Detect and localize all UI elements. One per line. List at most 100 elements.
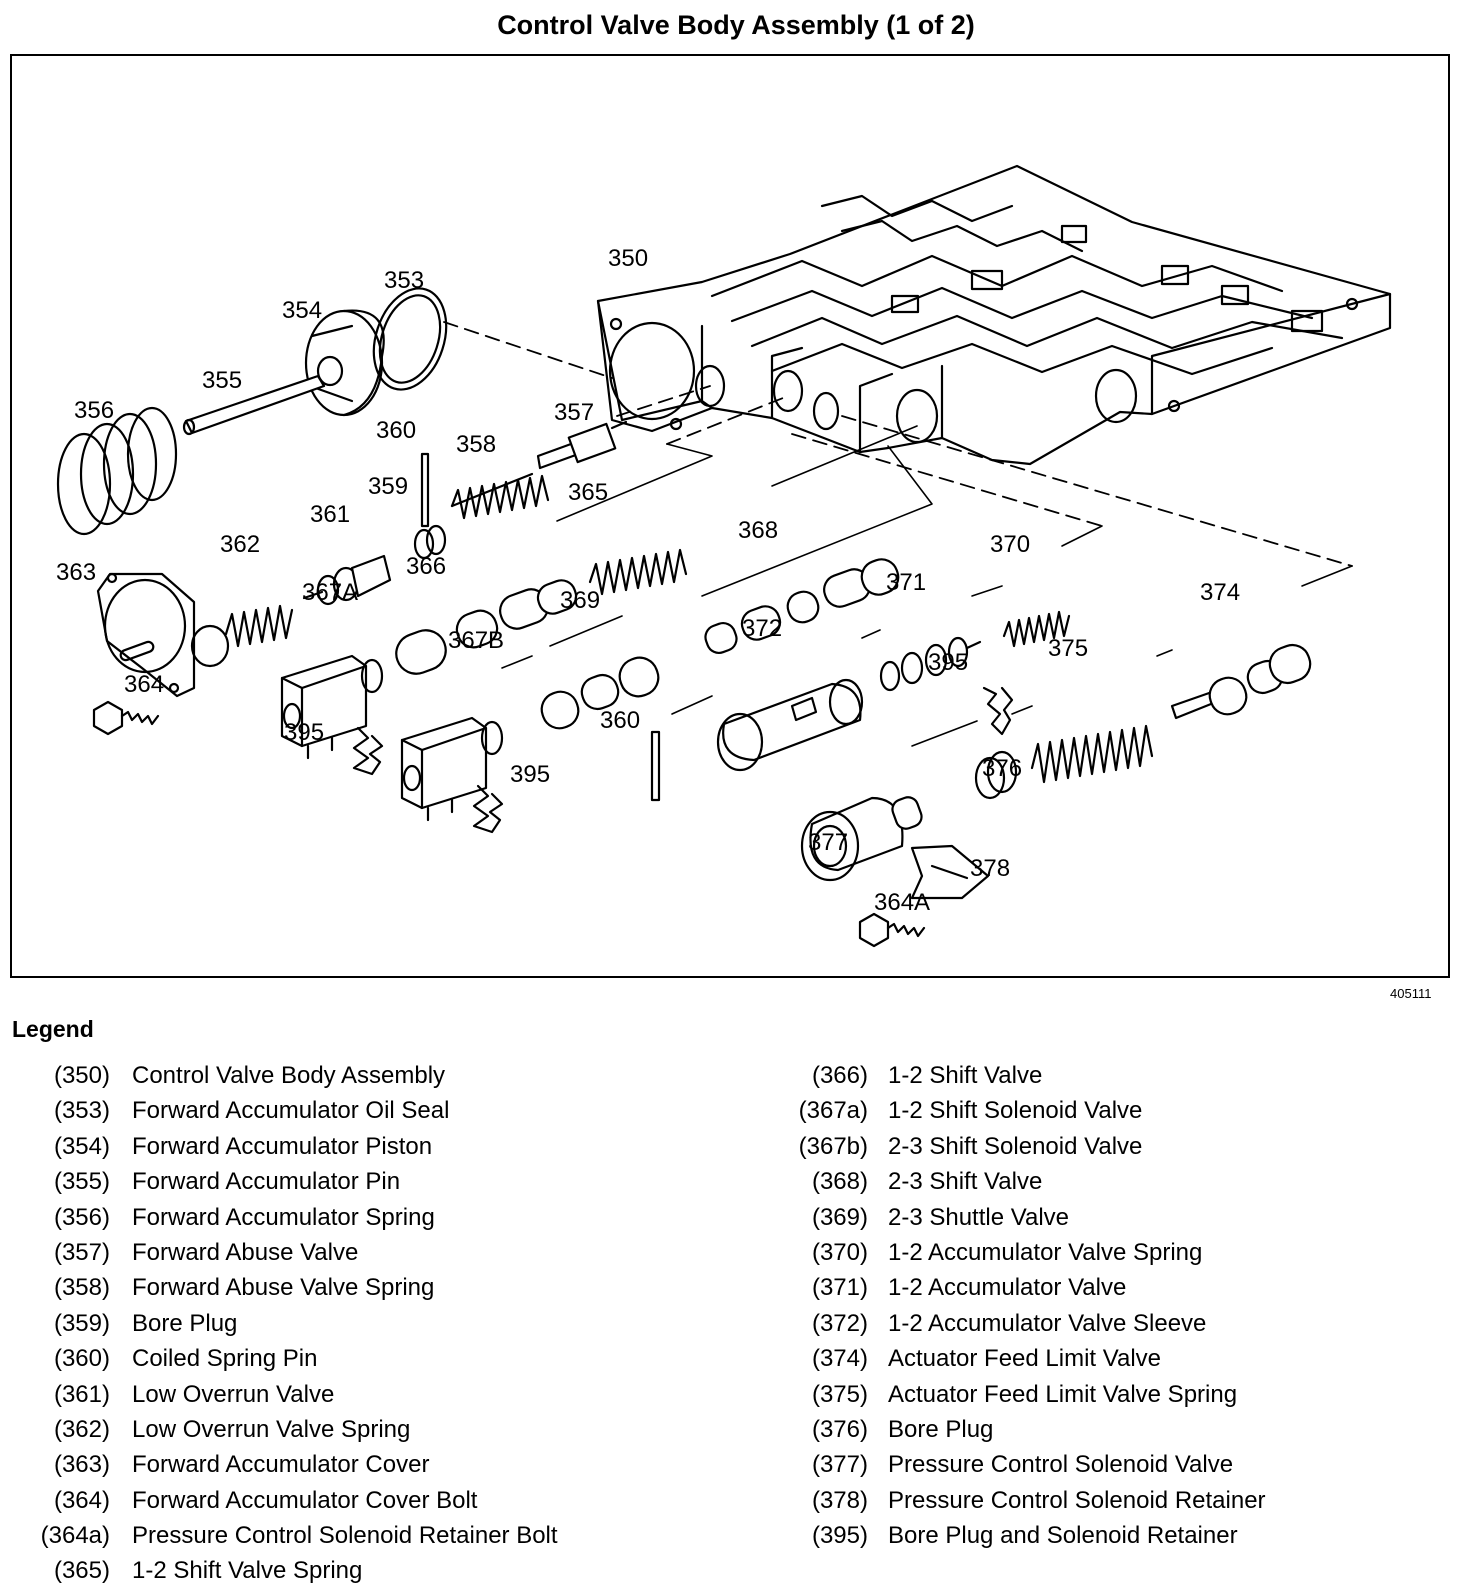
legend-description: Pressure Control Solenoid Retainer Bolt — [132, 1522, 558, 1550]
callout-370: 370 — [990, 531, 1030, 558]
callout-376: 376 — [982, 755, 1022, 782]
accumulator-piston-354 — [304, 309, 385, 417]
callout-364: 364 — [124, 671, 164, 698]
callout-356: 356 — [74, 397, 114, 424]
callout-360-upper: 360 — [376, 417, 416, 444]
legend-description: Bore Plug — [132, 1309, 238, 1337]
legend-description: Forward Accumulator Oil Seal — [132, 1097, 450, 1125]
legend-description: 2-3 Shift Solenoid Valve — [888, 1132, 1143, 1160]
accumulator-valve-spring-370 — [1002, 610, 1071, 648]
legend-description: Coiled Spring Pin — [132, 1345, 318, 1373]
legend-ref: (375) — [811, 1380, 868, 1408]
callout-361: 361 — [310, 501, 350, 528]
shuttle-valve-369 — [540, 656, 660, 730]
legend-description: Forward Abuse Valve Spring — [132, 1274, 435, 1302]
legend-ref: (361) — [53, 1380, 110, 1408]
pressure-control-solenoid-377 — [800, 796, 923, 882]
legend-description: 2-3 Shift Valve — [888, 1168, 1043, 1196]
legend-ref: (368) — [811, 1168, 868, 1196]
callout-395b: 395 — [510, 761, 550, 788]
solenoid-retainer-clip-395c — [982, 686, 1014, 736]
callout-395c: 395 — [928, 649, 968, 676]
accumulator-pin-355 — [182, 374, 326, 436]
legend-ref: (353) — [53, 1097, 110, 1125]
legend-description: 1-2 Accumulator Valve Spring — [888, 1238, 1203, 1266]
callout-375: 375 — [1048, 635, 1088, 662]
legend-ref: (370) — [811, 1238, 868, 1266]
legend-ref: (356) — [53, 1203, 110, 1231]
cover-bolt-364 — [92, 700, 160, 736]
callout-357: 357 — [554, 399, 594, 426]
legend-ref: (358) — [53, 1274, 110, 1302]
callout-364a: 364A — [874, 889, 930, 916]
exploded-view-drawing: 350 353 354 355 356 357 358 359 360 360 … — [56, 164, 1392, 948]
legend-ref: (371) — [811, 1274, 868, 1302]
accumulator-spring-356 — [56, 406, 178, 536]
callout-363: 363 — [56, 559, 96, 586]
callout-354: 354 — [282, 297, 322, 324]
bore-plug-376 — [974, 750, 1018, 800]
callout-358: 358 — [456, 431, 496, 458]
legend-ref: (378) — [811, 1486, 868, 1514]
low-overrun-spring-362 — [224, 604, 294, 648]
legend-ref: (363) — [53, 1451, 110, 1479]
legend-description: Bore Plug and Solenoid Retainer — [888, 1522, 1238, 1550]
low-overrun-valve-361 — [302, 554, 392, 606]
valve-body-350 — [596, 164, 1392, 466]
callout-355: 355 — [202, 367, 242, 394]
callout-360-lower: 360 — [600, 707, 640, 734]
callout-350: 350 — [608, 245, 648, 272]
shift-valve-368 — [704, 558, 900, 655]
forward-abuse-valve-357 — [536, 420, 628, 470]
shift-valve-spring-365 — [588, 548, 688, 596]
legend-ref: (376) — [811, 1415, 868, 1443]
legend-description: 1-2 Shift Solenoid Valve — [888, 1097, 1143, 1125]
solenoid-retainer-clip-395a — [352, 726, 384, 776]
legend-ref: (355) — [53, 1168, 110, 1196]
legend-description: Actuator Feed Limit Valve Spring — [888, 1380, 1238, 1408]
legend-description: 2-3 Shuttle Valve — [888, 1203, 1069, 1231]
shift-valve-366 — [395, 579, 578, 675]
legend-description: Low Overrun Valve Spring — [132, 1415, 411, 1443]
legend-ref: (367a) — [798, 1097, 868, 1125]
shift-solenoid-367b — [400, 716, 504, 822]
callout-353: 353 — [384, 267, 424, 294]
callout-371: 371 — [886, 569, 926, 596]
bore-plug-359 — [413, 524, 447, 560]
legend-ref: (357) — [53, 1238, 110, 1266]
legend-description: 1-2 Shift Valve Spring — [132, 1557, 363, 1585]
legend-description: 1-2 Accumulator Valve Sleeve — [888, 1309, 1207, 1337]
legend-ref: (372) — [811, 1309, 868, 1337]
legend-ref: (364) — [53, 1486, 110, 1514]
shift-solenoid-367a — [280, 654, 384, 760]
bore-axis-lines — [501, 425, 1353, 747]
legend-ref: (377) — [811, 1451, 868, 1479]
legend-description: 1-2 Shift Valve — [888, 1062, 1043, 1089]
assembly-guide-lines — [443, 321, 1353, 567]
legend-ref: (374) — [811, 1345, 868, 1373]
legend-description: Forward Accumulator Pin — [132, 1168, 401, 1196]
coiled-spring-pin-360-upper — [420, 452, 430, 528]
callout-374: 374 — [1200, 579, 1240, 606]
solenoid-retainer-378 — [910, 844, 990, 900]
legend-ref: (366) — [811, 1062, 868, 1089]
legend-description: Control Valve Body Assembly — [132, 1062, 446, 1089]
callout-366: 366 — [406, 553, 446, 580]
coiled-spring-pin-360-lower — [650, 730, 661, 802]
callout-362: 362 — [220, 531, 260, 558]
accumulator-cover-363 — [96, 572, 230, 698]
callout-368: 368 — [738, 517, 778, 544]
legend-description: Pressure Control Solenoid Valve — [888, 1451, 1234, 1479]
legend-ref: (354) — [53, 1132, 110, 1160]
legend-ref: (362) — [53, 1415, 110, 1443]
diagram-title: Control Valve Body Assembly (1 of 2) — [497, 10, 975, 40]
legend-ref: (364a) — [40, 1522, 110, 1550]
legend-description: Forward Abuse Valve — [132, 1238, 359, 1266]
callout-359: 359 — [368, 473, 408, 500]
figure-id: 405111 — [1390, 986, 1432, 1001]
legend-ref: (360) — [53, 1345, 110, 1373]
legend-description: Forward Accumulator Cover — [132, 1451, 430, 1479]
callout-372: 372 — [742, 615, 782, 642]
legend-ref: (367b) — [798, 1132, 868, 1160]
legend-ref: (359) — [53, 1309, 110, 1337]
